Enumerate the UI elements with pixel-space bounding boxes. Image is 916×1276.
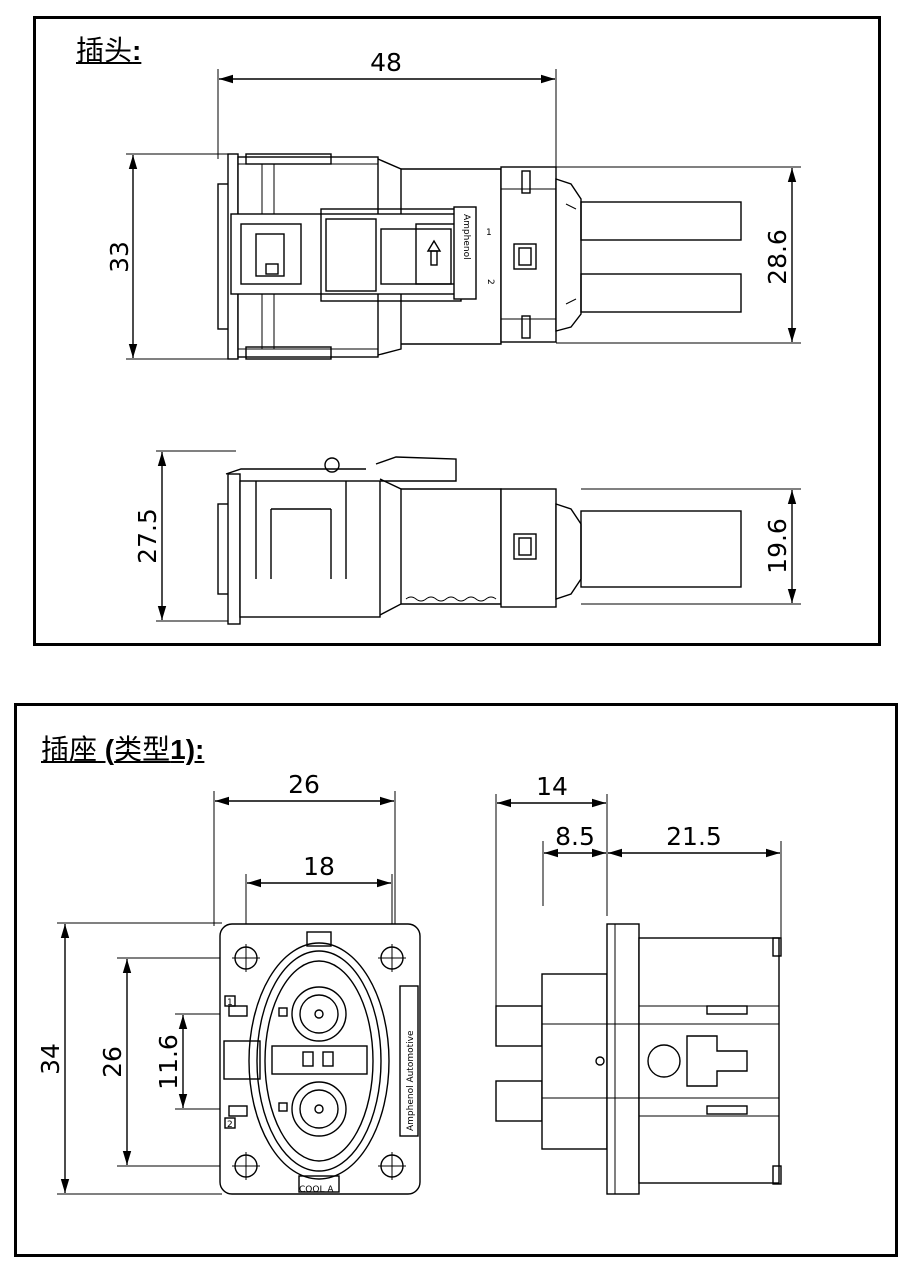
dim-18-label: 18: [303, 852, 335, 881]
dim-8-5-label: 8.5: [555, 822, 595, 851]
dim-33-label: 33: [105, 241, 134, 273]
socket-panel: 插座 (类型1): 26 18 34: [14, 703, 898, 1257]
socket-front-view: 26 18 34 26 11.6: [36, 770, 421, 1195]
dim-48-label: 48: [370, 48, 402, 77]
plug-pin-2-mark: 2: [485, 279, 495, 285]
dim-26-height-label: 26: [98, 1046, 127, 1078]
socket-drawing: 26 18 34 26 11.6: [36, 770, 782, 1195]
plug-brand-mark: Amphenol: [461, 214, 471, 260]
dim-27-5-label: 27.5: [133, 508, 162, 564]
socket-pin-1-mark: 1: [227, 998, 233, 1008]
socket-bottom-mark: COOL A: [299, 1185, 334, 1195]
plug-pin-1-mark: 1: [486, 228, 492, 238]
socket-pin-2-mark: 2: [227, 1120, 233, 1130]
socket-side-view: 14 8.5 21.5: [495, 772, 782, 1195]
dim-26-width-label: 26: [288, 770, 320, 799]
dim-28-6-label: 28.6: [763, 229, 792, 285]
plug-title: 插头:: [76, 34, 142, 67]
dim-14-label: 14: [536, 772, 568, 801]
socket-brand-mark: Amphenol Automotive: [406, 1030, 416, 1131]
dim-34-label: 34: [36, 1043, 65, 1075]
plug-top-view: 48 33 28.6: [105, 48, 801, 360]
dim-19-6-label: 19.6: [763, 518, 792, 574]
dim-11-6-label: 11.6: [154, 1034, 183, 1090]
plug-side-view: 27.5 19.6: [133, 450, 801, 625]
socket-title: 插座 (类型1):: [41, 733, 205, 766]
plug-drawing: 48 33 28.6: [105, 48, 801, 625]
dim-21-5-label: 21.5: [666, 822, 722, 851]
plug-panel: 插头: 48 33 28.6: [33, 16, 881, 646]
